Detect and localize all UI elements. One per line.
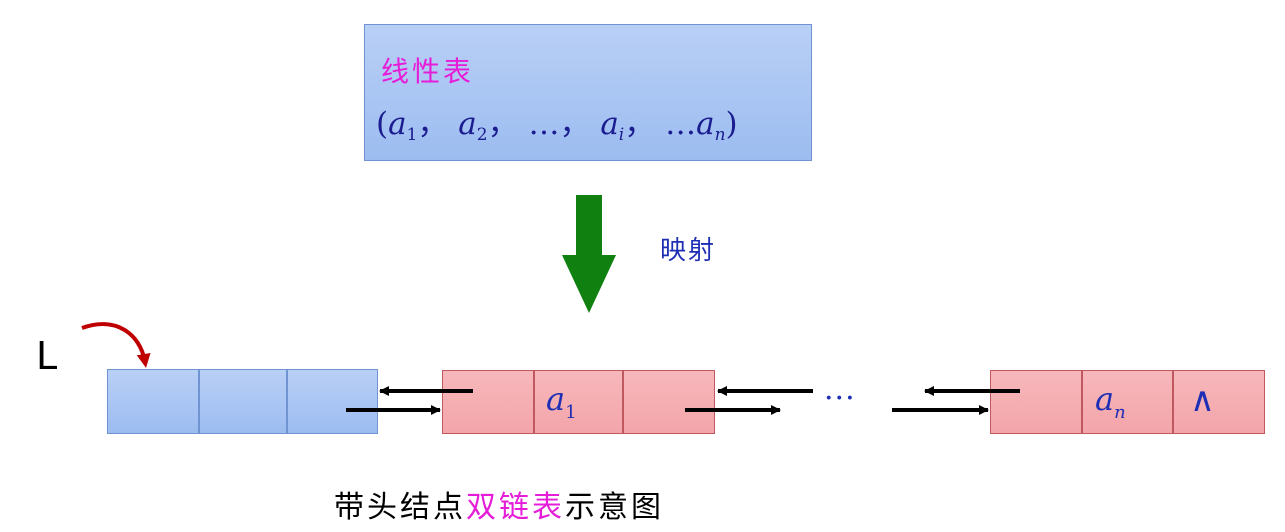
diagram-caption: 带头结点双链表示意图 — [334, 490, 664, 525]
linear-list-box — [364, 24, 812, 161]
node-an-next-cell — [1173, 370, 1265, 434]
ellipsis-dots: ··· — [824, 381, 856, 416]
node-an-label: an — [1095, 380, 1126, 423]
node-an-data-cell — [1082, 370, 1173, 434]
node-a1-next-cell — [623, 370, 715, 434]
null-pointer-symbol: ∧ — [1190, 380, 1215, 420]
head-node-next-cell — [287, 369, 378, 434]
node-an-prior-cell — [990, 370, 1082, 434]
head-pointer-label: L — [36, 334, 58, 378]
mapping-arrow — [562, 195, 616, 313]
linear-list-sequence: (a1， a2， …， ai， …an) — [376, 106, 738, 145]
head-pointer-arrow — [81, 322, 151, 368]
mapping-label: 映射 — [660, 236, 717, 266]
node-a1-data-cell — [534, 370, 623, 434]
node-a1-label: a1 — [546, 380, 577, 423]
linear-list-title: 线性表 — [381, 55, 475, 88]
head-node-prior-cell — [107, 369, 199, 434]
head-node-data-cell — [199, 369, 287, 434]
node-a1-prior-cell — [442, 370, 534, 434]
